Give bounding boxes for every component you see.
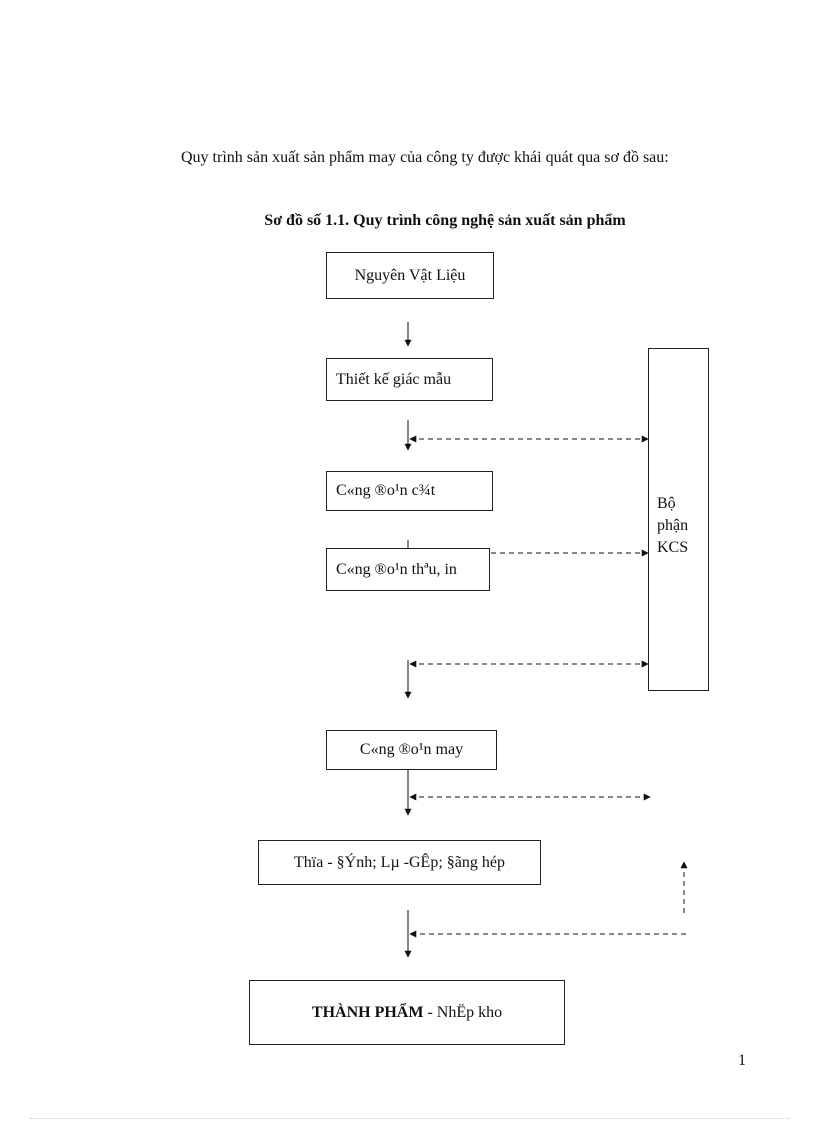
diagram-title: Sơ đồ số 1.1. Quy trình công nghệ sản xu… — [264, 212, 626, 229]
step-pattern-design: Thiết kế giác mẫu — [326, 358, 493, 401]
kcs-line-1: Bộ — [657, 495, 676, 512]
step-cutting-label: C«ng ®o¹n c¾t — [336, 482, 436, 499]
finished-product-bold: THÀNH PHẨM — [311, 1003, 424, 1021]
kcs-line-2: phận — [657, 517, 689, 534]
step-cutting: C«ng ®o¹n c¾t — [326, 471, 493, 511]
step-embroidery-print: C«ng ®o¹n thªu, in — [326, 548, 490, 591]
step-finished-product-label: THÀNH PHẨM - NhËp kho — [312, 1004, 502, 1022]
step-finished-product: THÀNH PHẨM - NhËp kho — [249, 980, 565, 1045]
page-divider — [30, 1118, 790, 1119]
step-pattern-design-label: Thiết kế giác mẫu — [336, 370, 452, 388]
step-finishing-label: Thïa - §Ýnh; Lµ -GÊp; §ãng hép — [294, 853, 505, 871]
step-raw-materials-label: Nguyên Vật Liệu — [354, 266, 466, 284]
step-sewing: C«ng ®o¹n may — [326, 730, 497, 770]
finished-product-rest: - NhËp kho — [423, 1003, 503, 1021]
kcs-department-box: Bộ phận KCS — [648, 348, 709, 691]
step-sewing-label: C«ng ®o¹n may — [359, 741, 464, 758]
step-embroidery-print-label: C«ng ®o¹n thªu, in — [336, 560, 457, 578]
step-finishing: Thïa - §Ýnh; Lµ -GÊp; §ãng hép — [258, 840, 541, 885]
page-number: 1 — [738, 1052, 746, 1069]
kcs-line-3: KCS — [657, 539, 689, 556]
intro-paragraph: Quy trình sản xuất sản phẩm may của công… — [181, 149, 669, 166]
step-raw-materials: Nguyên Vật Liệu — [326, 252, 494, 299]
